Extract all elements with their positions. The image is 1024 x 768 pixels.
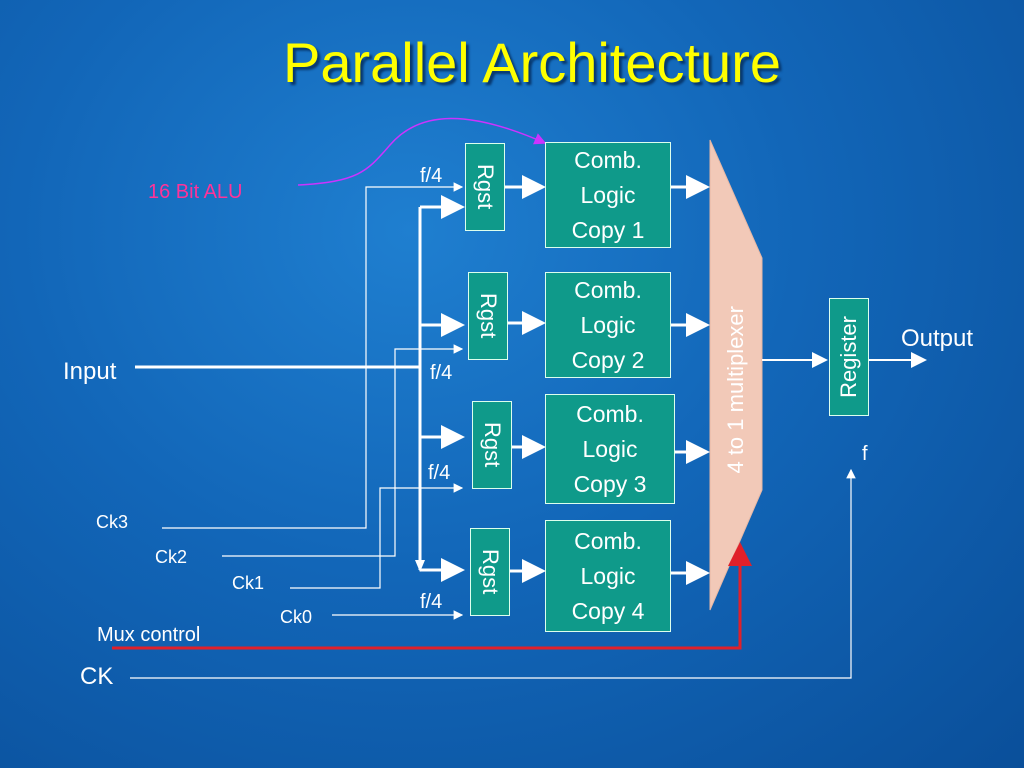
comb-line: Copy 4 — [571, 597, 645, 624]
freq-label-1: f/4 — [420, 165, 443, 187]
ck-line — [130, 468, 856, 679]
rgst-label: Rgst — [473, 164, 498, 210]
freq-label-full: f — [862, 443, 868, 465]
alu-label: 16 Bit ALU — [148, 181, 243, 203]
clock-lines — [162, 182, 464, 620]
comb-logic-block-2: Comb. Logic Copy 2 — [545, 272, 671, 378]
output-register: Register — [829, 298, 869, 416]
freq-label-4: f/4 — [420, 591, 443, 613]
comb-line: Logic — [580, 562, 636, 589]
multiplexer: 4 to 1 multiplexer — [716, 240, 756, 540]
rgst-label: Rgst — [478, 549, 503, 595]
freq-label-3: f/4 — [428, 462, 451, 484]
register-label: Register — [836, 316, 861, 398]
comb-line: Logic — [580, 181, 636, 208]
rgst-block-3: Rgst — [472, 401, 512, 489]
comb-line: Comb. — [576, 400, 644, 427]
comb-line: Comb. — [574, 146, 642, 173]
mux-control-label: Mux control — [97, 624, 201, 646]
rgst-block-4: Rgst — [470, 528, 510, 616]
page-title: Parallel Architecture — [282, 31, 781, 94]
clock-label-ck1: Ck1 — [232, 573, 265, 593]
rgst-label: Rgst — [476, 293, 501, 339]
alu-pointer-curve — [297, 117, 547, 186]
comb-line: Copy 2 — [571, 346, 645, 373]
comb-line: Copy 1 — [571, 216, 645, 243]
freq-label-2: f/4 — [430, 362, 453, 384]
comb-logic-block-3: Comb. Logic Copy 3 — [545, 394, 675, 504]
mux-label: 4 to 1 multiplexer — [723, 306, 748, 474]
comb-line: Logic — [580, 311, 636, 338]
rgst-label: Rgst — [480, 422, 505, 468]
multiplexer-shape — [709, 139, 763, 611]
mux-control-line — [112, 542, 752, 650]
comb-line: Comb. — [574, 276, 642, 303]
clock-label-ck3: Ck3 — [96, 512, 129, 532]
comb-line: Copy 3 — [573, 470, 647, 497]
clock-label-ck0: Ck0 — [280, 607, 313, 627]
comb-to-mux-arrows — [671, 175, 710, 585]
rgst-block-1: Rgst — [465, 143, 505, 231]
ck-label: CK — [80, 663, 114, 690]
comb-line: Comb. — [574, 527, 642, 554]
comb-logic-block-1: Comb. Logic Copy 1 — [545, 142, 671, 248]
comb-logic-block-4: Comb. Logic Copy 4 — [545, 520, 671, 632]
clock-label-ck2: Ck2 — [155, 547, 188, 567]
input-bus — [135, 195, 465, 582]
comb-line: Logic — [582, 435, 638, 462]
rgst-to-comb-arrows — [504, 175, 546, 583]
input-label: Input — [63, 358, 117, 385]
rgst-block-2: Rgst — [468, 272, 508, 360]
output-label: Output — [901, 325, 974, 352]
